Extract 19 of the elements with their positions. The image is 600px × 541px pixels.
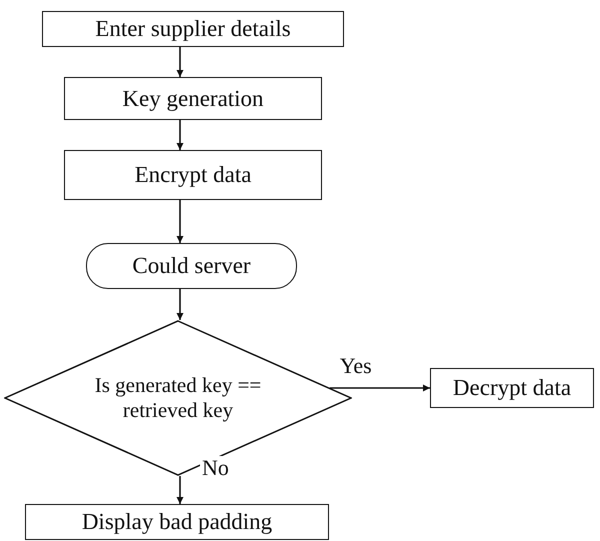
arrow <box>176 476 184 504</box>
arrow <box>176 289 184 320</box>
process-box <box>64 77 322 120</box>
node-text: Key generation <box>122 84 264 112</box>
arrow <box>176 200 184 243</box>
arrow <box>176 120 184 150</box>
arrow <box>176 47 184 77</box>
node-text: Encrypt data <box>134 161 252 189</box>
node-text: Is generated key == retrieved key <box>94 372 262 424</box>
arrow <box>330 384 430 392</box>
node-text: Display bad padding <box>82 508 272 536</box>
node-text: Enter supplier details <box>95 15 291 43</box>
process-box <box>25 504 329 540</box>
process-box <box>42 11 344 47</box>
process-box <box>64 150 322 200</box>
terminal-box <box>86 243 297 289</box>
node-text: Could server <box>132 252 251 280</box>
process-box <box>430 368 594 408</box>
node-text: Decrypt data <box>452 374 572 402</box>
